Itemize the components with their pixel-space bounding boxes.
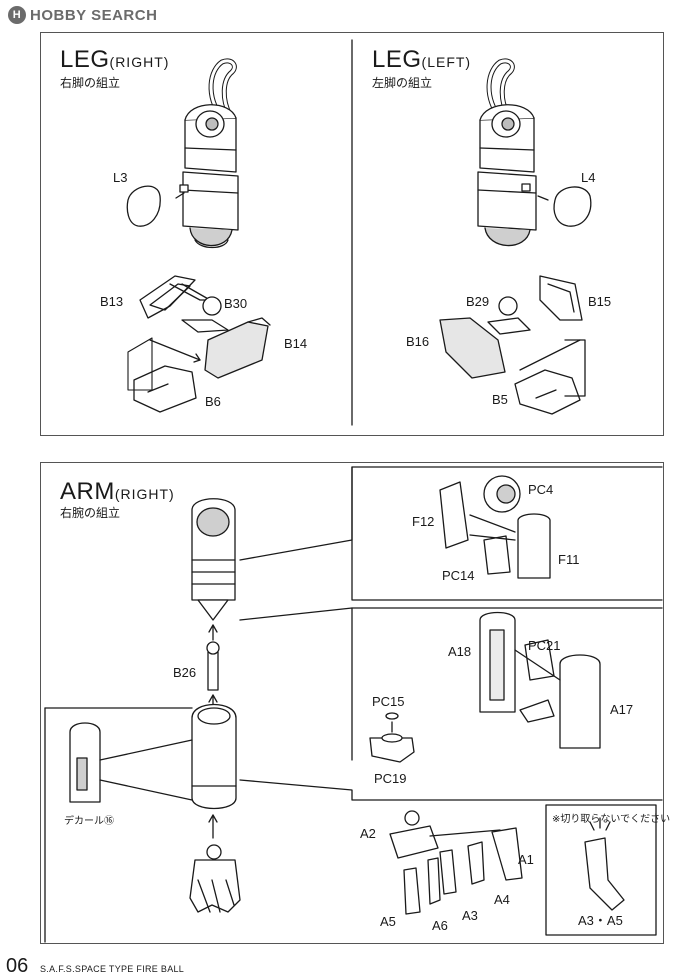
part-label-b13: B13 <box>100 294 124 309</box>
part-label-b29: B29 <box>466 294 490 309</box>
part-label-pc4: PC4 <box>528 482 554 497</box>
part-label-b26: B26 <box>173 665 197 680</box>
part-label-pc21: PC21 <box>528 638 561 653</box>
part-label-pc19: PC19 <box>374 771 407 786</box>
arm-right-subtitle: 右腕の組立 <box>60 506 121 520</box>
leg-left-title-sub: (LEFT) <box>421 54 472 70</box>
arm-panel <box>40 462 664 944</box>
watermark-text: HOBBY SEARCH <box>30 6 158 24</box>
part-label-a3: A3 <box>462 908 478 923</box>
part-label-l3: L3 <box>113 170 128 185</box>
arm-right-title-sub: (RIGHT) <box>114 486 175 502</box>
part-label-b6: B6 <box>205 394 221 409</box>
part-label-pc15: PC15 <box>372 694 405 709</box>
leg-left-subtitle: 左脚の組立 <box>372 76 433 90</box>
watermark-logo-icon: H <box>8 6 26 24</box>
note-text: ※切り取らないでください <box>552 814 671 825</box>
note-part-label: A3・A5 <box>578 913 623 928</box>
arm-right-title: ARM(RIGHT) <box>60 480 175 504</box>
part-label-b15: B15 <box>588 294 612 309</box>
part-label-f12: F12 <box>412 514 435 529</box>
leg-left-title-main: LEG <box>372 46 422 73</box>
part-label-a5: A5 <box>380 914 396 929</box>
part-label-f11: F11 <box>558 552 580 567</box>
part-label-a4: A4 <box>494 892 510 907</box>
part-label-decal: デカール⑯ <box>64 816 114 827</box>
part-label-a18: A18 <box>448 644 472 659</box>
leg-right-subtitle: 右脚の組立 <box>60 76 121 90</box>
part-label-b30: B30 <box>224 296 248 311</box>
part-label-b14: B14 <box>284 336 308 351</box>
part-label-a17: A17 <box>610 702 634 717</box>
leg-right-title-main: LEG <box>60 46 110 73</box>
footer-text: S.A.F.S.SPACE TYPE FIRE BALL <box>40 964 185 974</box>
page-number: 06 <box>6 955 29 977</box>
leg-right-title-sub: (RIGHT) <box>109 54 170 70</box>
leg-left-title: LEG(LEFT) <box>372 48 471 72</box>
watermark: H HOBBY SEARCH <box>8 4 157 26</box>
part-label-pc14: PC14 <box>442 568 475 583</box>
part-label-a1: A1 <box>518 852 534 867</box>
arm-right-title-main: ARM <box>60 478 115 505</box>
leg-right-title: LEG(RIGHT) <box>60 48 169 72</box>
part-label-a6: A6 <box>432 918 448 933</box>
part-label-b5: B5 <box>492 392 508 407</box>
part-label-l4: L4 <box>581 170 596 185</box>
part-label-a2: A2 <box>360 826 376 841</box>
part-label-b16: B16 <box>406 334 430 349</box>
leg-panel <box>40 32 664 436</box>
